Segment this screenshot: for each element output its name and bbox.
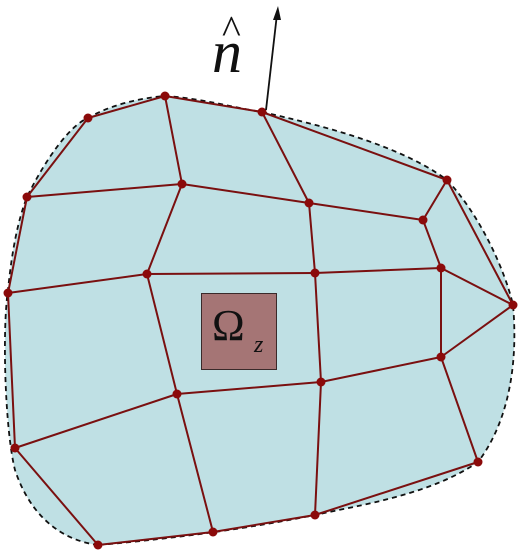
node bbox=[22, 192, 32, 202]
node bbox=[142, 269, 152, 279]
node bbox=[442, 175, 452, 185]
node bbox=[436, 263, 446, 273]
node bbox=[257, 107, 267, 117]
node bbox=[83, 113, 93, 123]
node bbox=[310, 268, 320, 278]
node bbox=[208, 527, 218, 537]
normal-arrow bbox=[265, 6, 281, 111]
node bbox=[418, 215, 428, 225]
subdomain-subscript: z bbox=[254, 332, 264, 358]
mesh-edges bbox=[7, 95, 514, 546]
node bbox=[436, 352, 446, 362]
node bbox=[508, 300, 518, 310]
node bbox=[304, 198, 314, 208]
normal-vector-label: n bbox=[212, 19, 242, 85]
node bbox=[3, 288, 13, 298]
node bbox=[93, 540, 103, 550]
node bbox=[10, 443, 20, 453]
mesh-nodes bbox=[3, 91, 518, 550]
node bbox=[316, 377, 326, 387]
normal-hat-symbol: ^ bbox=[222, 7, 241, 52]
node bbox=[177, 179, 187, 189]
node bbox=[310, 510, 320, 520]
node bbox=[473, 457, 483, 467]
subdomain-omega-symbol: Ω bbox=[212, 301, 245, 350]
node bbox=[172, 389, 182, 399]
subdomain-element-box: Ω z bbox=[201, 293, 277, 370]
node bbox=[160, 91, 170, 101]
